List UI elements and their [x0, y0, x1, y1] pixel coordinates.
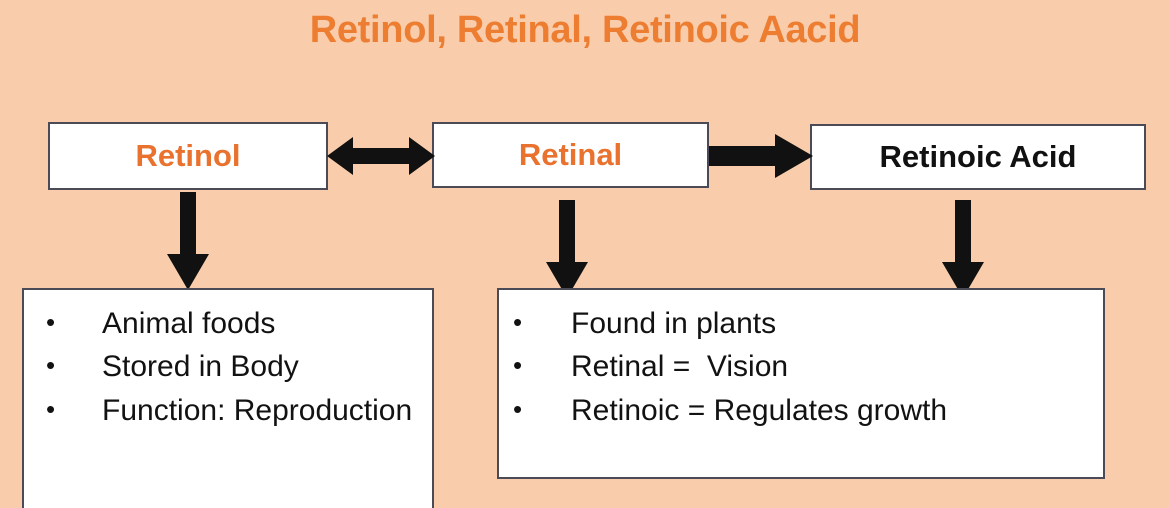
chem-box-retinol[interactable]: Retinol [48, 122, 328, 190]
page-title: Retinol, Retinal, Retinoic Aacid [309, 9, 861, 51]
chem-box-retinoic-acid[interactable]: Retinoic Acid [810, 124, 1146, 190]
detail-panel-retinal-retinoic: • Found in plants • Retinal = Vision • R… [497, 288, 1105, 479]
bullet-glyph: • [46, 350, 56, 381]
list-item: • Function: Reproduction [46, 393, 432, 428]
list-item: • Retinal = Vision [513, 349, 1103, 384]
list-item: • Stored in Body [46, 349, 432, 384]
list-item-text: Retinal = Vision [571, 350, 789, 384]
bullet-glyph: • [46, 393, 56, 424]
bullet-list-retinol: • Animal foods • Stored in Body • Functi… [24, 290, 432, 428]
bullet-glyph: • [513, 393, 523, 424]
chem-box-retinal-label: Retinal [518, 137, 623, 172]
detail-panel-retinol: • Animal foods • Stored in Body • Functi… [22, 288, 434, 508]
list-item: • Animal foods [46, 306, 432, 341]
list-item: • Retinoic = Regulates growth [513, 393, 1103, 428]
bullet-glyph: • [46, 307, 56, 337]
bullet-glyph: • [513, 350, 523, 381]
chem-box-retinoic-acid-label: Retinoic Acid [879, 139, 1077, 174]
list-item-text: Function: Reproduction [102, 393, 413, 427]
list-item-text: Animal foods [102, 307, 276, 340]
chem-box-retinal[interactable]: Retinal [432, 122, 709, 188]
list-item-text: Stored in Body [102, 350, 299, 384]
right-arrow-icon [709, 134, 813, 178]
double-headed-arrow-icon [327, 137, 435, 175]
bullet-list-retinal-retinoic: • Found in plants • Retinal = Vision • R… [499, 290, 1103, 428]
list-item-text: Retinoic = Regulates growth [571, 393, 948, 427]
list-item-text: Found in plants [571, 307, 777, 340]
bullet-glyph: • [513, 307, 523, 337]
list-item: • Found in plants [513, 306, 1103, 341]
down-arrow-icon-retinol [167, 192, 209, 290]
down-arrow-icon-retinoic-acid [942, 200, 984, 298]
down-arrow-icon-retinal [546, 200, 588, 298]
chem-box-retinol-label: Retinol [135, 138, 241, 173]
